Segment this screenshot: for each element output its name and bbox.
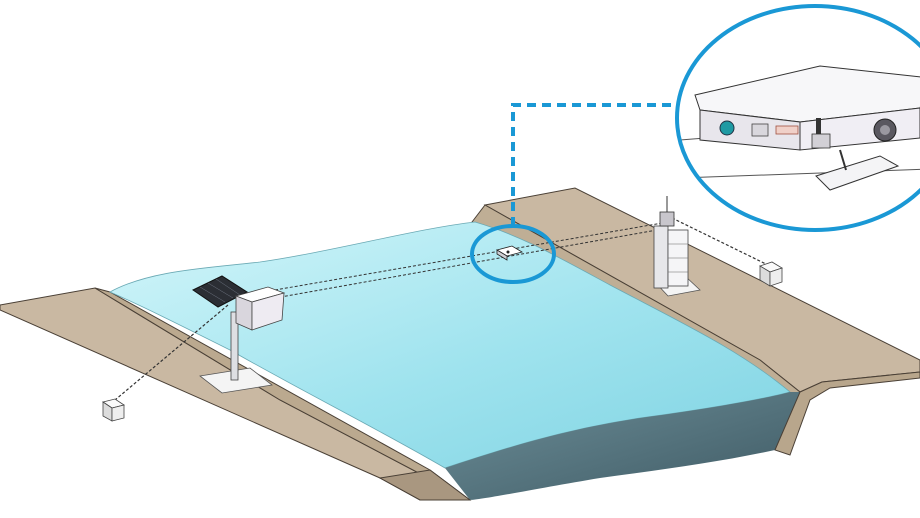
front-bank-cut	[378, 469, 472, 501]
sensor-float-icon	[495, 245, 524, 261]
callout-leader-line	[511, 103, 680, 226]
zoomed-sensor-view	[679, 65, 920, 191]
cable-lower	[274, 227, 669, 299]
solar-panel-grid	[199, 278, 241, 303]
callout-ring	[675, 4, 920, 232]
water-cross-section	[445, 392, 800, 500]
cable-upper	[274, 221, 669, 291]
solar-panel-icon	[192, 275, 248, 308]
anchor-box-icon	[102, 398, 125, 422]
left-station-pole	[230, 311, 239, 381]
anchor-box-right-icon	[759, 261, 783, 287]
right-bank-front	[774, 371, 920, 456]
anchor-line-right	[671, 217, 771, 267]
control-box-icon	[234, 286, 286, 331]
zoom-callout	[675, 4, 920, 232]
measurement-tower-icon	[653, 196, 689, 289]
